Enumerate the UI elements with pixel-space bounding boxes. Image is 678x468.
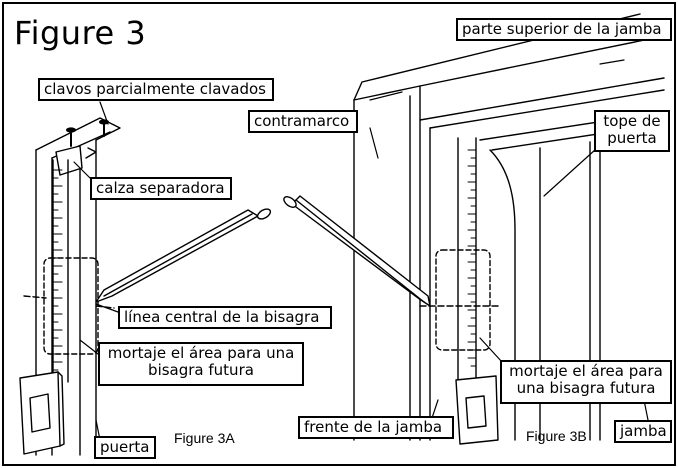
tape-measure-a bbox=[52, 159, 69, 383]
label-contramarco: contramarco bbox=[248, 110, 358, 133]
label-linea-central: línea central de la bisagra bbox=[118, 306, 332, 329]
label-calza: calza separadora bbox=[90, 177, 232, 200]
tape-case-b bbox=[455, 375, 499, 445]
figure-title: Figure 3 bbox=[14, 14, 147, 52]
label-clavos: clavos parcialmente clavados bbox=[38, 78, 274, 101]
tape-case-a bbox=[19, 371, 65, 455]
label-parte-superior: parte superior de la jamba bbox=[456, 18, 672, 41]
label-mortaje-a: mortaje el área para una bisagra futura bbox=[98, 342, 304, 386]
caption-figure-3a: Figure 3A bbox=[174, 430, 235, 446]
label-mortaje-a-line-1: mortaje el área para una bbox=[107, 344, 295, 362]
label-mortaje-b-line-2: una bisagra futura bbox=[516, 379, 656, 397]
label-mortaje-b-line-1: mortaje el área para bbox=[509, 362, 663, 380]
caption-figure-3b: Figure 3B bbox=[526, 428, 587, 444]
label-mortaje-b: mortaje el área para una bisagra futura bbox=[500, 360, 672, 404]
label-mortaje-a-line-2: bisagra futura bbox=[148, 361, 254, 379]
tape-measure-b bbox=[457, 137, 477, 381]
label-frente: frente de la jamba bbox=[298, 416, 454, 439]
label-puerta: puerta bbox=[94, 436, 156, 459]
mortise-area-b bbox=[435, 249, 491, 351]
label-jamba: jamba bbox=[614, 420, 672, 443]
shim bbox=[55, 145, 97, 176]
pencil-a bbox=[95, 208, 272, 303]
label-tope-line-1: tope de bbox=[603, 112, 661, 130]
nails bbox=[66, 119, 109, 147]
pencil-b bbox=[283, 195, 431, 307]
label-tope: tope de puerta bbox=[594, 110, 670, 152]
label-tope-line-2: puerta bbox=[607, 129, 657, 147]
